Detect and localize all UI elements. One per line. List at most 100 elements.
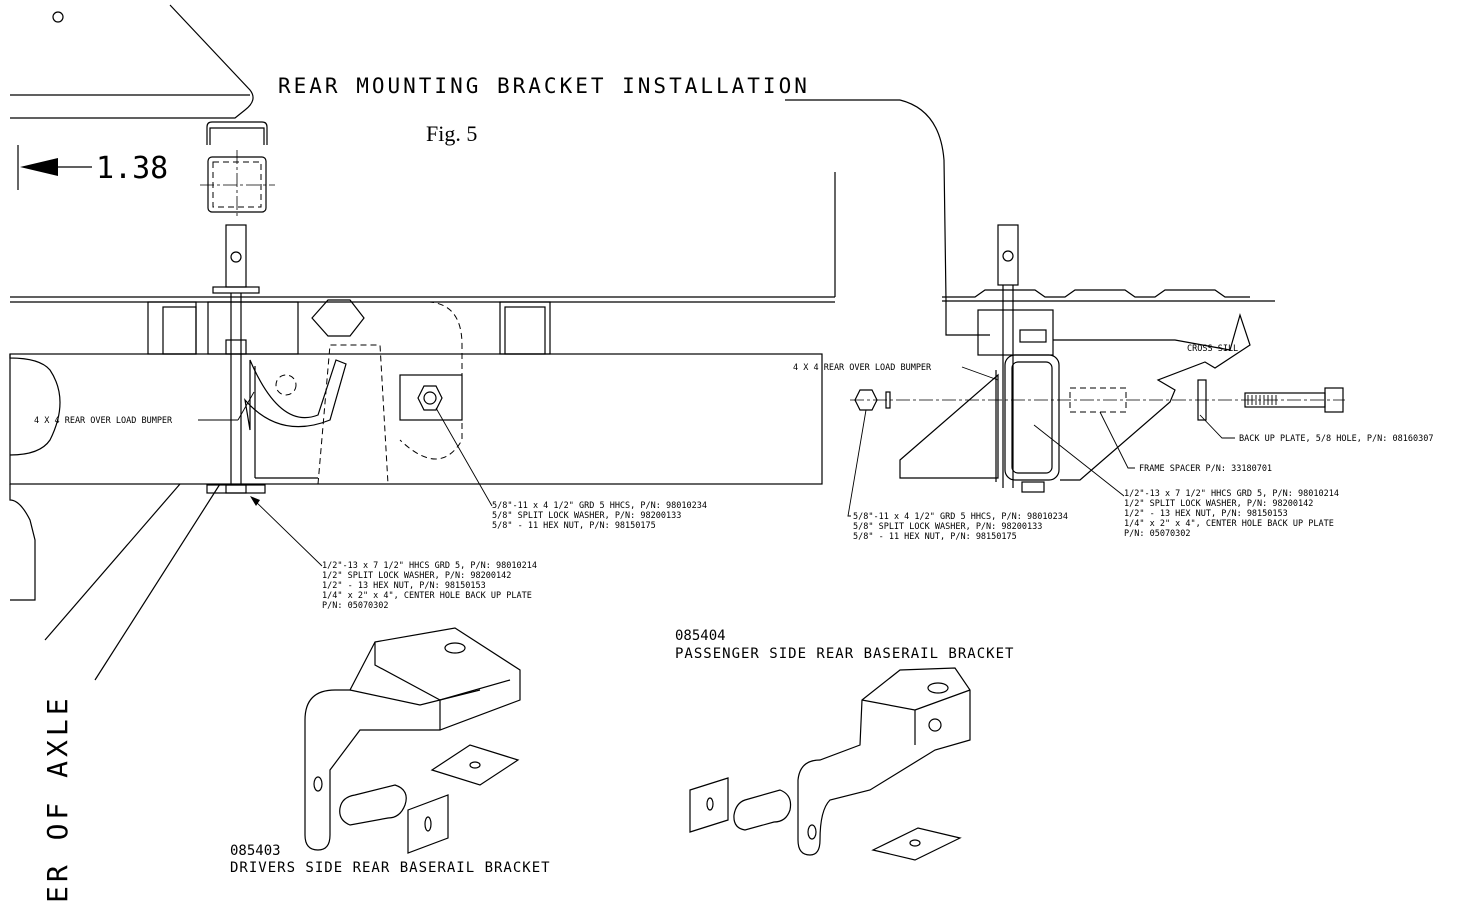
drivers-spacer xyxy=(339,784,407,826)
right-top-nut xyxy=(1019,329,1047,343)
eye-bolt-top xyxy=(225,224,247,288)
passenger-hole-icon xyxy=(928,718,942,732)
bumper-end-triangle xyxy=(899,373,999,479)
passenger-spacer xyxy=(733,789,792,831)
drivers-bracket-name: DRIVERS SIDE REAR BASERAIL BRACKET xyxy=(230,860,551,876)
bolt-washer xyxy=(212,286,260,294)
bumper-end-cap xyxy=(9,354,61,456)
callout-line: 1/2"-13 x 7 1/2" HHCS GRD 5, P/N: 980102… xyxy=(1124,489,1339,499)
callout-line: P/N: 05070302 xyxy=(1124,529,1191,539)
passenger-end-plate xyxy=(689,777,729,833)
bumper-leader-left-b xyxy=(237,391,255,421)
callout-line: 1/4" x 2" x 4", CENTER HOLE BACK UP PLAT… xyxy=(322,591,532,601)
frame-spacer-leader xyxy=(1099,411,1135,469)
back-up-plate xyxy=(1197,379,1207,421)
callout-line: 5/8"-11 x 4 1/2" GRD 5 HHCS, P/N: 980102… xyxy=(853,512,1068,522)
bumper-label-left: 4 X 4 REAR OVER LOAD BUMPER xyxy=(34,416,173,426)
bumper-label-right: 4 X 4 REAR OVER LOAD BUMPER xyxy=(793,363,932,373)
hex-bolt-head xyxy=(1324,387,1344,413)
callout-line: 1/2"-13 x 7 1/2" HHCS GRD 5, P/N: 980102… xyxy=(322,561,537,571)
passenger-lower-hole-icon xyxy=(807,824,817,840)
callout-line: 5/8" - 11 HEX NUT, P/N: 98150175 xyxy=(492,521,656,531)
passenger-plate-hole-icon xyxy=(909,839,921,847)
dimension-arrow-icon xyxy=(20,158,58,176)
bracket-hidden-legs xyxy=(317,344,389,485)
body-outline-curve xyxy=(899,99,947,301)
callout-leader-5-8-right xyxy=(847,409,867,517)
backup-plate-leader xyxy=(1199,414,1235,439)
drivers-bracket-illustration xyxy=(304,627,521,854)
dimension-value: 1.38 xyxy=(96,151,168,186)
passenger-part-number: 085404 xyxy=(675,628,726,644)
eye-bolt-hole-icon xyxy=(230,251,242,263)
axle-label: ER OF AXLE xyxy=(41,694,74,903)
right-cross-member xyxy=(977,309,1054,356)
callout-line: 5/8" SPLIT LOCK WASHER, P/N: 98200133 xyxy=(853,522,1042,532)
bolt-nut xyxy=(225,339,247,355)
cross-sill-outline xyxy=(1053,312,1251,481)
nut-icon xyxy=(417,385,443,411)
callout-1-2-right: 1/2"-13 x 7 1/2" HHCS GRD 5, P/N: 980102… xyxy=(1124,489,1339,539)
callout-5-8-right: 5/8"-11 x 4 1/2" GRD 5 HHCS, P/N: 980102… xyxy=(853,512,1068,542)
lock-washer xyxy=(885,391,891,409)
hex-nut-icon xyxy=(854,389,878,411)
callout-line: 1/4" x 2" x 4", CENTER HOLE BACK UP PLAT… xyxy=(1124,519,1334,529)
callout-line: 1/2" SPLIT LOCK WASHER, P/N: 98200142 xyxy=(322,571,511,581)
callout-line: 1/2" - 13 HEX NUT, P/N: 98150153 xyxy=(322,581,486,591)
callout-line: 5/8" - 11 HEX NUT, P/N: 98150175 xyxy=(853,532,1017,542)
leader-arrow-icon xyxy=(250,496,260,506)
cross-sill-label: CROSS SILL xyxy=(1187,344,1238,354)
callout-leader-1-2-left xyxy=(251,497,323,567)
right-bottom-nut xyxy=(1021,481,1045,493)
eye-bolt-right xyxy=(997,224,1019,286)
callout-line: 1/2" - 13 HEX NUT, P/N: 98150153 xyxy=(1124,509,1288,519)
bolt-hole-icon xyxy=(423,391,437,405)
mount-plate xyxy=(399,374,463,421)
drivers-bracket-channel xyxy=(374,642,511,701)
drivers-plate-hole-icon xyxy=(469,761,481,769)
callout-line: P/N: 05070302 xyxy=(322,601,389,611)
bumper-beam xyxy=(9,353,823,485)
drivers-hole-icon xyxy=(313,776,323,792)
callout-line: 5/8"-11 x 4 1/2" GRD 5 HHCS, P/N: 980102… xyxy=(492,501,707,511)
cross-member-right xyxy=(499,301,551,355)
callout-leader-5-8-left xyxy=(435,407,493,507)
bolt-threads xyxy=(1247,395,1277,405)
passenger-bracket-body xyxy=(797,667,971,856)
passenger-end-hole-icon xyxy=(706,797,714,811)
right-tube xyxy=(1004,354,1060,481)
pin-hidden-icon xyxy=(275,374,297,396)
eye-bolt-right-hole-icon xyxy=(1002,250,1014,262)
u-clamp-inner xyxy=(209,127,265,145)
passenger-backup-plate xyxy=(871,827,962,861)
frame-step-outline xyxy=(9,484,36,601)
drivers-end-hole-icon xyxy=(424,816,432,832)
drivers-slot-icon xyxy=(444,642,466,654)
drivers-backup-plate xyxy=(430,744,520,786)
callout-1-2-left: 1/2"-13 x 7 1/2" HHCS GRD 5, P/N: 980102… xyxy=(322,561,537,611)
drivers-end-plate xyxy=(407,794,449,854)
body-right-edge xyxy=(945,300,990,336)
passenger-slot-icon xyxy=(927,682,949,694)
corner-hole-icon xyxy=(52,11,64,23)
drivers-bracket-body xyxy=(304,627,521,851)
backup-plate-label: BACK UP PLATE, 5/8 HOLE, P/N: 08160307 xyxy=(1239,434,1433,444)
floor-corrugation xyxy=(942,289,1250,298)
cross-member-left-inner xyxy=(162,306,197,355)
figure-label: Fig. 5 xyxy=(426,121,477,146)
bracket-arm xyxy=(244,359,347,431)
u-clamp xyxy=(206,121,268,145)
bumper-leader-right xyxy=(961,366,999,381)
passenger-bracket-illustration xyxy=(689,667,971,861)
bolt-bottom-nut xyxy=(225,484,247,494)
hex-head-icon xyxy=(311,299,365,337)
bracket-hidden-outline xyxy=(298,301,463,460)
cross-member-right-inner xyxy=(504,306,546,355)
callout-line: 1/2" SPLIT LOCK WASHER, P/N: 98200142 xyxy=(1124,499,1313,509)
passenger-bracket-box xyxy=(861,689,971,745)
callout-line: 5/8" SPLIT LOCK WASHER, P/N: 98200133 xyxy=(492,511,681,521)
drivers-bracket-lip xyxy=(349,689,481,706)
body-corner-outline xyxy=(10,4,254,119)
